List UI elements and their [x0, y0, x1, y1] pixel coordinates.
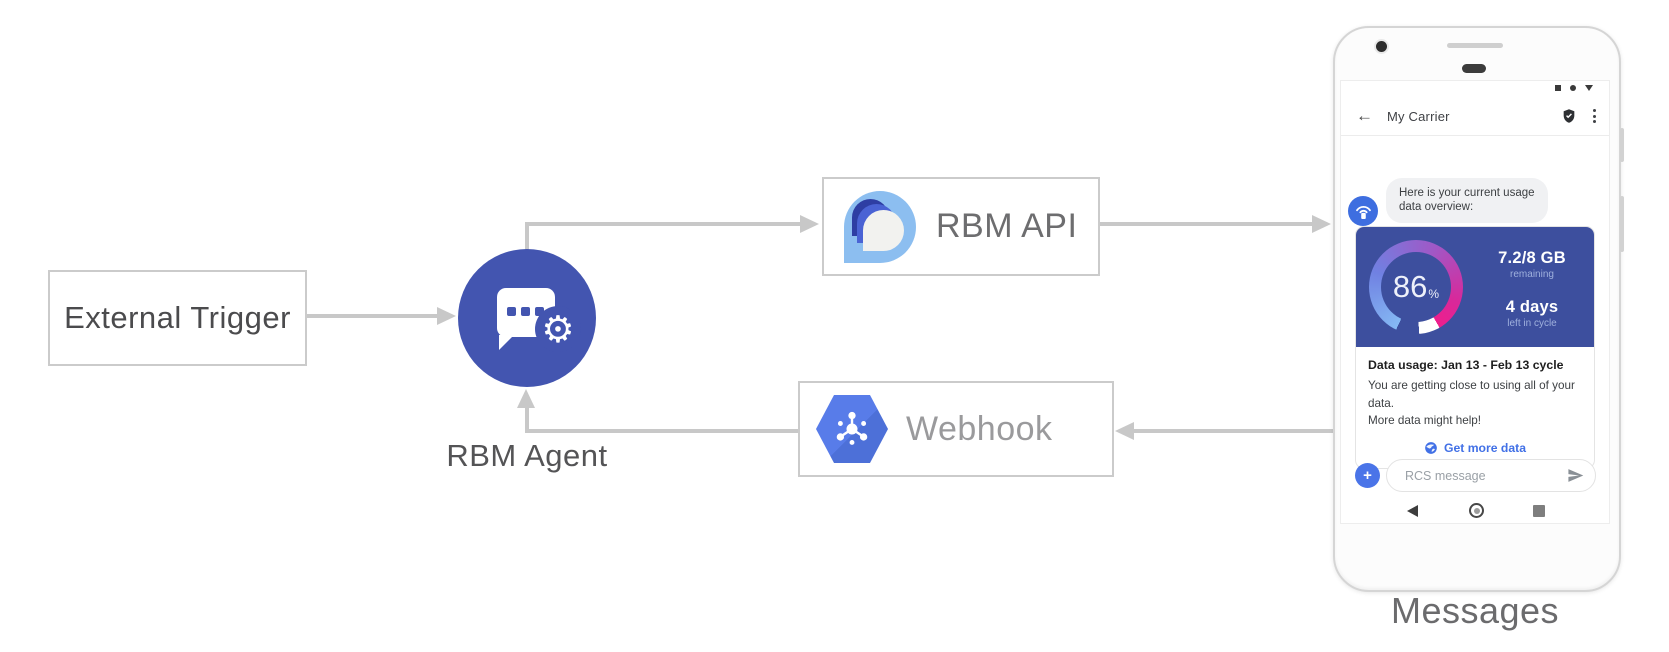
arrow-external-to-agent-head: [437, 307, 456, 325]
globe-icon: [1425, 441, 1437, 454]
agent-avatar: [1348, 196, 1378, 226]
data-remaining-value: 7.2/8 GB: [1498, 249, 1566, 267]
phone-mockup: ← My Carrier Here i: [1333, 26, 1624, 592]
rbm-api-label: RBM API: [936, 207, 1078, 245]
data-usage-card: 86 % 7.2/8 GB remaining 4 days left in c…: [1355, 226, 1595, 469]
attach-plus-button[interactable]: +: [1355, 463, 1380, 488]
usage-stats: 7.2/8 GB remaining 4 days left in cycle: [1472, 227, 1592, 347]
message-line-1: Here is your current usage: [1399, 187, 1535, 199]
external-trigger-label: External Trigger: [64, 300, 291, 335]
arrow-webhook-to-agent-vertical: [525, 406, 529, 433]
messages-caption: Messages: [1390, 590, 1560, 631]
arrow-webhook-to-agent-head: [517, 389, 535, 408]
usage-body-line-2: More data might help!: [1368, 414, 1482, 428]
rbm-agent-label: RBM Agent: [446, 438, 608, 473]
nav-back-button[interactable]: [1407, 505, 1418, 517]
status-triangle-icon: [1585, 85, 1593, 91]
arrow-agent-to-api-head: [800, 215, 819, 233]
volume-button: [1620, 196, 1624, 252]
power-button: [1620, 128, 1624, 162]
get-more-data-button[interactable]: Get more data: [1368, 441, 1582, 455]
status-bar: [1555, 85, 1593, 91]
chat-dots-icon: [507, 307, 544, 316]
earpiece-speaker: [1447, 43, 1503, 48]
arrow-phone-to-webhook-head: [1115, 422, 1134, 440]
gauge-hole: [1381, 252, 1451, 322]
verified-shield-icon: [1563, 109, 1575, 123]
data-remaining-label: remaining: [1510, 269, 1554, 280]
gauge-percent: 86 %: [1369, 240, 1463, 334]
pubsub-hexagon-icon: [816, 395, 888, 463]
sensor-pill: [1462, 64, 1486, 73]
pubsub-hub-icon: [836, 411, 868, 445]
conversation-header: ← My Carrier: [1341, 97, 1609, 135]
usage-body-line-1: You are getting close to using all of yo…: [1368, 379, 1575, 410]
days-left-label: left in cycle: [1507, 318, 1557, 329]
agent-message-bubble: Here is your current usage data overview…: [1386, 178, 1548, 223]
external-trigger-node: External Trigger: [48, 270, 307, 366]
arrow-external-to-agent-line: [303, 314, 439, 318]
usage-card-hero: 86 % 7.2/8 GB remaining 4 days left in c…: [1356, 227, 1594, 347]
conversation-title: My Carrier: [1387, 108, 1450, 124]
nav-home-button[interactable]: [1469, 503, 1484, 518]
header-divider: [1341, 135, 1609, 136]
rbm-agent-node: ⚙: [458, 249, 596, 387]
send-icon[interactable]: [1567, 467, 1584, 484]
plus-icon: +: [1363, 467, 1372, 484]
usage-card-body: Data usage: Jan 13 - Feb 13 cycle You ar…: [1356, 347, 1594, 468]
nav-recents-button[interactable]: [1533, 505, 1545, 517]
phone-screen: ← My Carrier Here i: [1340, 80, 1610, 524]
rbm-api-node: RBM API: [822, 177, 1100, 276]
usage-cycle-title: Data usage: Jan 13 - Feb 13 cycle: [1368, 358, 1564, 372]
message-composer: [1386, 459, 1596, 492]
message-line-2: data overview:: [1399, 200, 1474, 213]
get-more-data-label: Get more data: [1444, 440, 1526, 455]
arrow-webhook-to-agent-line: [527, 429, 798, 433]
arrow-phone-to-webhook-line: [1134, 429, 1337, 433]
arrow-api-to-phone-line: [1096, 222, 1314, 226]
webhook-label: Webhook: [906, 409, 1053, 448]
arrow-api-to-phone-head: [1312, 215, 1331, 233]
beacon-wifi-icon: [1355, 205, 1371, 219]
front-camera: [1376, 41, 1387, 52]
arrow-agent-to-api-line: [525, 222, 802, 226]
days-left-value: 4 days: [1505, 298, 1559, 316]
status-square-icon: [1555, 85, 1561, 91]
chat-bubble-tail: [499, 335, 514, 350]
rbm-api-logo-icon: [844, 190, 916, 263]
gauge-percent-sign: %: [1428, 287, 1440, 301]
gauge-percent-value: 86: [1392, 269, 1428, 304]
back-arrow-icon[interactable]: ←: [1356, 106, 1373, 125]
usage-gauge: 86 %: [1369, 240, 1463, 334]
arrow-agent-to-api-vertical: [525, 224, 529, 254]
status-circle-icon: [1570, 85, 1576, 91]
webhook-node: Webhook: [798, 381, 1114, 477]
overflow-menu-icon[interactable]: [1593, 109, 1596, 123]
gear-icon: ⚙: [541, 307, 575, 351]
gear-halo: ⚙: [535, 306, 581, 352]
rcs-message-input[interactable]: [1403, 467, 1567, 484]
android-nav-bar: [1341, 501, 1609, 523]
